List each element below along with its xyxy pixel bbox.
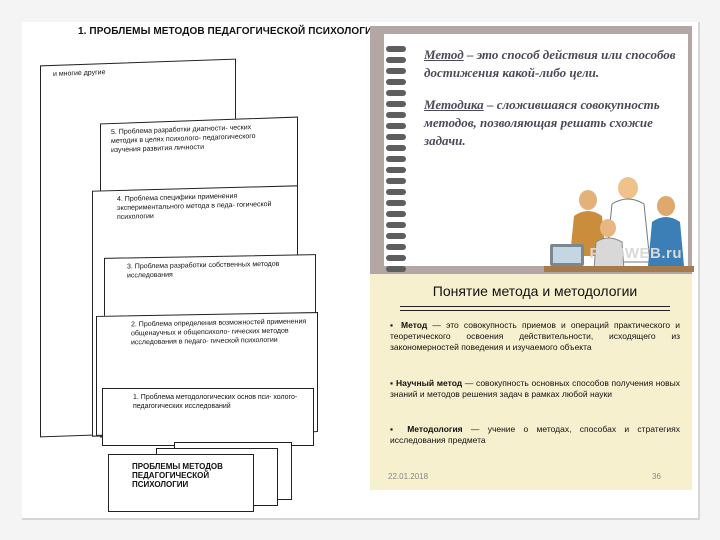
diagram-title: 1. ПРОБЛЕМЫ МЕТОДОВ ПЕДАГОГИЧЕСКОЙ ПСИХО…: [78, 26, 380, 37]
definition-methodika: Методика – сложившаяся совокупность мето…: [424, 96, 696, 150]
spiral-ring: [386, 68, 406, 74]
bullet-text: — это совокупность приемов и операций пр…: [390, 320, 680, 352]
slide-date: 22.01.2018: [388, 472, 429, 481]
spiral-ring: [386, 200, 406, 206]
bullet-term: Метод: [401, 320, 428, 330]
spiral-ring: [386, 79, 406, 85]
spiral-ring: [386, 123, 406, 129]
bullet-methodology: ▪ Методология — учение о методах, способ…: [390, 424, 681, 445]
leaf-text: 3. Проблема разработки собственных метод…: [127, 260, 280, 280]
spiral-ring: [386, 46, 406, 52]
divider-line: [400, 310, 670, 311]
spiral-ring: [386, 244, 406, 250]
diagram-leaf-1: 1. Проблема методологических основ пси- …: [102, 388, 314, 446]
spiral-ring: [386, 255, 406, 261]
leaf-text: 4. Проблема специфики применения экспери…: [117, 192, 272, 222]
bullet-text: — учение о методах, способах и стратегия…: [390, 424, 681, 445]
spiral-ring: [386, 167, 406, 173]
leaf-text: 2. Проблема определения возможностей при…: [131, 318, 307, 347]
spiral-ring: [386, 178, 406, 184]
definition-method: Метод – это способ действия или способов…: [424, 46, 696, 82]
spiral-ring: [386, 211, 406, 217]
people-at-computer-illustration: [544, 177, 694, 272]
spiral-ring: [386, 266, 406, 272]
spiral-ring: [386, 134, 406, 140]
term-method: Метод: [424, 47, 464, 62]
spiral-ring: [386, 57, 406, 63]
spiral-ring: [386, 145, 406, 151]
spiral-ring: [386, 101, 406, 107]
watermark: PPt4WEB.ru: [589, 245, 682, 262]
leaf-text: и многие другие: [53, 69, 106, 78]
spiral-ring: [386, 222, 406, 228]
leaf-text: 1. Проблема методологических основ пси- …: [133, 394, 298, 410]
slide-page-number: 36: [652, 472, 661, 481]
slide: 1. ПРОБЛЕМЫ МЕТОДОВ ПЕДАГОГИЧЕСКОЙ ПСИХО…: [22, 22, 700, 520]
problems-diagram: 1. ПРОБЛЕМЫ МЕТОДОВ ПЕДАГОГИЧЕСКОЙ ПСИХО…: [22, 22, 380, 518]
def-methodika: – сложившаяся совокупность методов, позв…: [424, 97, 660, 148]
spiral-binding: [384, 42, 408, 274]
spiral-ring: [386, 156, 406, 162]
bullet-text: — совокупность основных способов получен…: [390, 378, 681, 399]
concept-title: Понятие метода и методологии: [432, 283, 638, 299]
spiral-ring: [386, 90, 406, 96]
bullet-method: ▪ Метод — это совокупность приемов и опе…: [390, 320, 680, 352]
bullet-term: Научный метод: [395, 378, 463, 388]
term-methodika: Методика: [424, 97, 484, 112]
def-method: – это способ действия или способов дости…: [424, 47, 676, 80]
spiral-ring: [386, 189, 406, 195]
notebook-card: Метод – это способ действия или способов…: [384, 34, 694, 272]
leaf-text: 5. Проблема разработки диагности- ческих…: [111, 124, 256, 155]
spiral-ring: [386, 112, 406, 118]
notebook-panel: Метод – это способ действия или способов…: [370, 26, 694, 274]
bullet-scientific-method: ▪ Научный метод — совокупность основных …: [390, 378, 681, 399]
divider-line: [400, 306, 670, 307]
diagram-base-label: ПРОБЛЕМЫ МЕТОДОВ ПЕДАГОГИЧЕСКОЙ ПСИХОЛОГ…: [132, 462, 223, 489]
bullet-term: Методология: [407, 424, 463, 434]
concept-panel: Понятие метода и методологии ▪ Метод — э…: [370, 274, 692, 490]
spiral-ring: [386, 233, 406, 239]
